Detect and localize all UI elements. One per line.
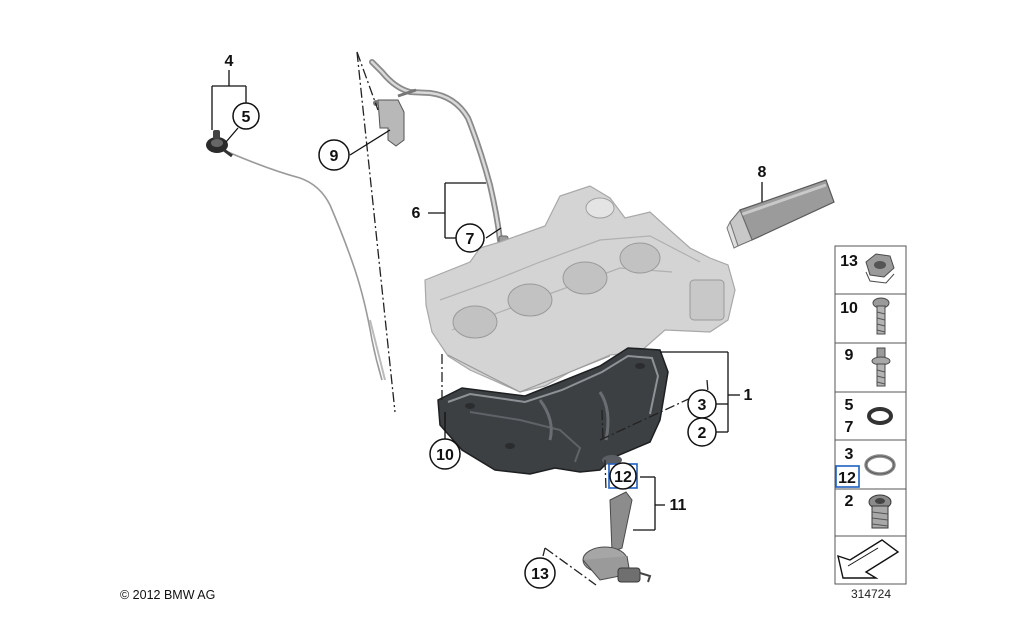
callout-12-label: 12 <box>614 469 632 486</box>
callout-11: 11 <box>670 497 687 514</box>
callout-3-label: 3 <box>698 397 707 414</box>
callout-10: 10 <box>429 438 461 470</box>
legend-arrow-icon <box>837 539 900 579</box>
sealant-tube-illustration <box>726 179 835 249</box>
legend-row-9: 9 <box>845 347 891 387</box>
legend-10-label: 10 <box>840 300 858 317</box>
callout-6-label: 6 <box>412 205 421 222</box>
copyright-text: © 2012 BMW AG <box>120 588 215 602</box>
legend-2-label: 2 <box>845 493 854 510</box>
legend-3-label: 3 <box>845 446 854 463</box>
callout-9-label: 9 <box>330 148 339 165</box>
callout-6: 6 <box>412 205 421 222</box>
dipstick-tube-illustration <box>369 59 509 255</box>
diagram-number: 314724 <box>851 587 891 601</box>
tube-bracket-illustration <box>373 88 417 147</box>
oil-sensor-illustration <box>582 491 652 583</box>
oil-pan-illustration <box>437 347 669 475</box>
legend-row-13: 13 <box>840 253 895 284</box>
callout-9: 9 <box>318 139 350 171</box>
legend-5-label: 5 <box>845 397 854 414</box>
callout-4-label: 4 <box>225 53 234 70</box>
engine-block-illustration <box>424 185 736 393</box>
legend-13-label: 13 <box>840 253 858 270</box>
legend-row-5-7: 5 7 <box>845 397 893 436</box>
callout-4: 4 <box>225 53 234 70</box>
callout-2-label: 2 <box>698 425 707 442</box>
legend-row-2: 2 <box>845 493 892 529</box>
legend-row-10: 10 <box>840 297 890 335</box>
callout-1: 1 <box>744 387 753 404</box>
callout-13-label: 13 <box>531 566 549 583</box>
callout-5: 5 <box>232 102 260 130</box>
callout-1-label: 1 <box>744 387 753 404</box>
dipstick-illustration <box>206 130 386 381</box>
callout-3: 3 <box>687 389 717 419</box>
legend-9-label: 9 <box>845 347 854 364</box>
callout-7: 7 <box>455 223 485 253</box>
callout-13: 13 <box>524 557 556 589</box>
callout-5-label: 5 <box>242 109 251 126</box>
callout-10-label: 10 <box>436 447 454 464</box>
callout-7-label: 7 <box>466 231 475 248</box>
callout-11-label: 11 <box>670 497 687 514</box>
legend-row-3-12: 3 12 <box>835 446 896 488</box>
legend-12-label: 12 <box>838 470 856 487</box>
callout-2: 2 <box>687 417 717 447</box>
parts-legend: 13 10 9 5 7 3 12 <box>834 245 907 585</box>
callout-12: 12 <box>608 462 638 490</box>
leader-lines <box>211 70 740 531</box>
callout-8-label: 8 <box>758 164 767 181</box>
callout-8: 8 <box>758 164 767 202</box>
legend-7-label: 7 <box>845 419 854 436</box>
